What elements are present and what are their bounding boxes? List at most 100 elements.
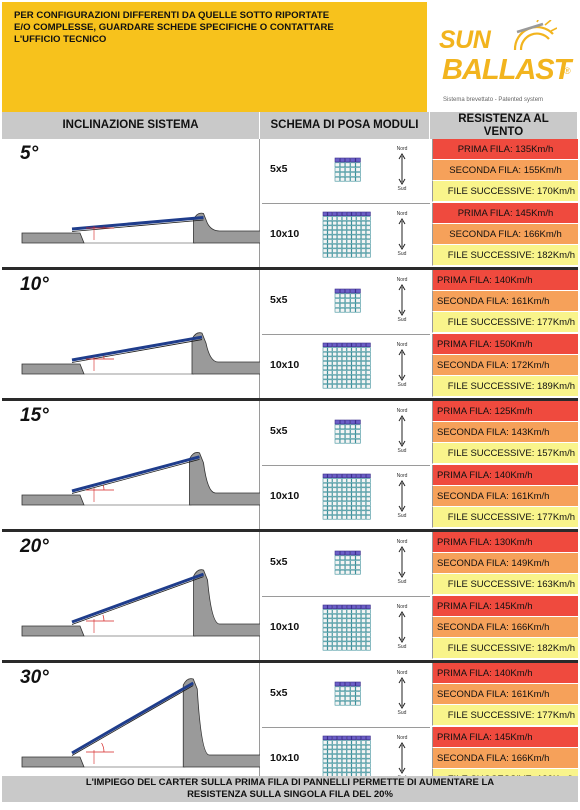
north-label: Nord bbox=[396, 539, 408, 545]
section-separator bbox=[2, 267, 578, 270]
mounting-diagram-cell: 20° bbox=[2, 532, 260, 660]
module-cell bbox=[356, 478, 362, 483]
module-cell bbox=[365, 636, 371, 642]
module-cell bbox=[339, 303, 346, 308]
module-cell bbox=[355, 162, 361, 168]
module-cell bbox=[345, 686, 351, 692]
module-cell bbox=[361, 379, 366, 384]
module-cell bbox=[337, 636, 342, 642]
module-cell bbox=[350, 569, 356, 575]
module-cell bbox=[356, 627, 362, 633]
module-cell bbox=[322, 510, 328, 515]
module-cell bbox=[339, 157, 346, 163]
module-cell bbox=[341, 609, 347, 614]
inclination-angle: 5° bbox=[20, 143, 39, 164]
module-cell bbox=[355, 303, 361, 308]
wind-second-row: SECONDA FILA: 155Km/h bbox=[432, 160, 578, 181]
module-cell bbox=[327, 234, 333, 240]
module-cell bbox=[327, 361, 333, 366]
module-cell bbox=[327, 347, 333, 352]
module-cell bbox=[332, 473, 338, 479]
module-cell bbox=[334, 172, 340, 177]
module-cell bbox=[334, 288, 340, 294]
module-cell bbox=[365, 365, 371, 371]
module-cell bbox=[322, 220, 328, 226]
module-cell bbox=[350, 288, 356, 294]
module-cell bbox=[341, 482, 347, 488]
module-cell bbox=[327, 239, 333, 244]
module-grid bbox=[322, 735, 371, 782]
module-cell bbox=[351, 646, 357, 651]
module-cell bbox=[365, 604, 371, 610]
module-cell bbox=[346, 216, 352, 221]
south-label: Sud bbox=[397, 710, 407, 716]
module-cell bbox=[346, 253, 352, 258]
module-cell bbox=[341, 379, 347, 384]
module-cell bbox=[341, 347, 347, 352]
module-cell bbox=[322, 211, 328, 217]
module-cell bbox=[356, 253, 362, 258]
module-cell bbox=[351, 351, 357, 357]
module-cell bbox=[351, 253, 357, 258]
module-cell bbox=[322, 365, 328, 371]
wind-second-row: SECONDA FILA: 166Km/h bbox=[432, 748, 578, 769]
module-cell bbox=[332, 613, 338, 619]
module-cell bbox=[327, 618, 333, 623]
module-cell bbox=[361, 510, 366, 515]
module-cell bbox=[365, 478, 371, 483]
module-cell bbox=[334, 565, 340, 570]
module-cell bbox=[346, 248, 352, 253]
front-ballast-block bbox=[21, 232, 85, 244]
module-cell bbox=[322, 735, 328, 741]
mounting-diagram-cell: 5° bbox=[2, 139, 260, 267]
module-cell bbox=[351, 735, 357, 741]
wind-second-row: SECONDA FILA: 161Km/h bbox=[432, 684, 578, 705]
double-arrow-icon bbox=[398, 153, 406, 185]
module-cell bbox=[356, 487, 362, 492]
module-cell bbox=[361, 239, 366, 244]
module-cell bbox=[332, 374, 338, 380]
module-cell bbox=[356, 754, 362, 759]
layout-label: 5x5 bbox=[270, 425, 288, 437]
module-cell bbox=[351, 501, 357, 506]
module-cell bbox=[334, 429, 340, 434]
module-cell bbox=[346, 623, 352, 628]
module-cell bbox=[334, 293, 340, 299]
column-header-layout: SCHEMA DI POSA MODULI bbox=[260, 112, 430, 139]
module-cell bbox=[355, 298, 361, 303]
wind-next-rows: FILE SUCCESSIVE: 157Km/h bbox=[432, 443, 578, 464]
module-cell bbox=[339, 686, 346, 692]
section-separator bbox=[2, 660, 578, 663]
module-cell bbox=[339, 424, 346, 430]
module-cell bbox=[337, 487, 342, 492]
module-cell bbox=[361, 636, 366, 642]
module-cell bbox=[337, 627, 342, 633]
module-cell bbox=[346, 487, 352, 492]
module-cell bbox=[322, 492, 328, 497]
module-cell bbox=[334, 560, 340, 565]
module-cell bbox=[337, 763, 342, 768]
south-label: Sud bbox=[397, 579, 407, 585]
header-note-line: L'UFFICIO TECNICO bbox=[14, 34, 107, 45]
module-cell bbox=[346, 735, 352, 741]
module-cell bbox=[332, 515, 338, 520]
module-cell bbox=[365, 482, 371, 488]
mounting-diagram-cell: 30° bbox=[2, 663, 260, 791]
module-cell bbox=[341, 248, 347, 253]
module-cell bbox=[334, 434, 340, 439]
module-cell bbox=[356, 239, 362, 244]
module-cell bbox=[351, 609, 357, 614]
module-cell bbox=[337, 613, 342, 619]
module-cell bbox=[327, 384, 333, 389]
module-cell bbox=[356, 735, 362, 741]
module-cell bbox=[322, 374, 328, 380]
module-cell bbox=[341, 356, 347, 361]
module-cell bbox=[351, 370, 357, 375]
module-cell bbox=[322, 515, 328, 520]
module-cell bbox=[361, 496, 366, 502]
double-arrow-icon bbox=[398, 480, 406, 512]
module-cell bbox=[355, 691, 361, 696]
module-cell bbox=[327, 253, 333, 258]
